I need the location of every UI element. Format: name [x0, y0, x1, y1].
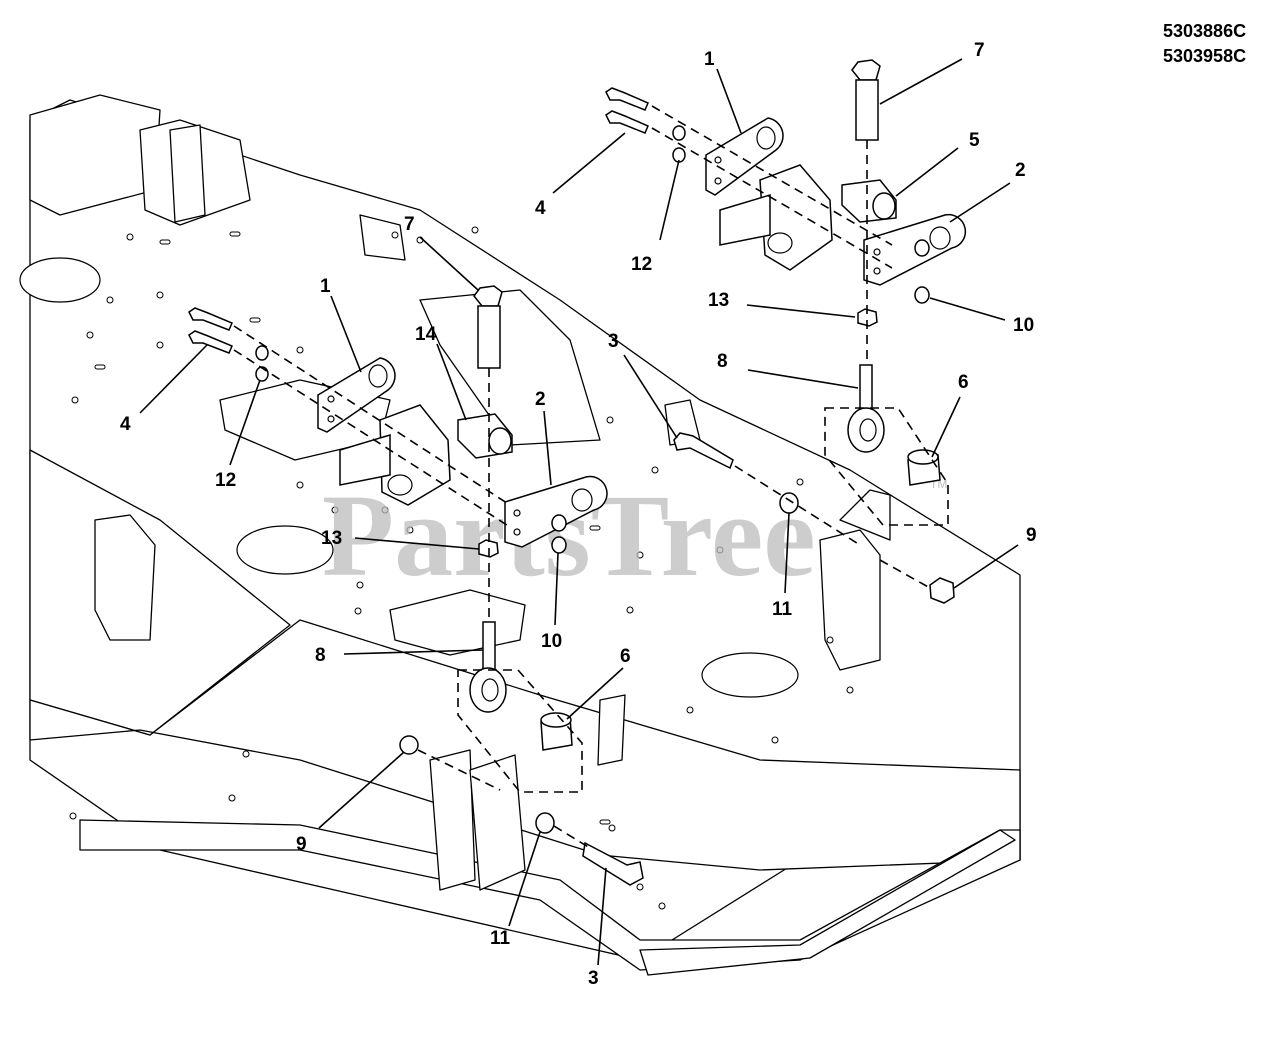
callout-4-right: 4 — [535, 198, 546, 219]
callout-10-right: 10 — [1013, 315, 1034, 336]
callout-12-left: 12 — [215, 470, 236, 491]
center-hardware — [673, 432, 955, 604]
callout-4-left: 4 — [120, 414, 131, 435]
callout-13-left: 13 — [321, 528, 342, 549]
left-hanger-assembly — [188, 285, 644, 886]
callout-12-right: 12 — [631, 254, 652, 275]
callout-7-left: 7 — [404, 214, 415, 235]
callout-11-right: 11 — [772, 599, 793, 620]
right-hanger-assembly — [605, 59, 967, 526]
callout-8-right: 8 — [717, 351, 728, 372]
callout-2-left: 2 — [535, 389, 546, 410]
callout-3-left: 3 — [588, 968, 599, 989]
callout-3-right: 3 — [608, 331, 619, 352]
callout-10-left: 10 — [541, 631, 562, 652]
callout-5: 5 — [969, 130, 980, 151]
callout-6-right: 6 — [958, 372, 969, 393]
callout-14: 14 — [415, 324, 437, 345]
callout-6-left: 6 — [620, 646, 631, 667]
callout-7-right: 7 — [974, 40, 985, 61]
callout-1-left: 1 — [320, 276, 331, 297]
diagram-code-1: 5303886C — [1163, 21, 1246, 41]
diagram-code-2: 5303958C — [1163, 46, 1246, 66]
callout-1-right: 1 — [704, 49, 715, 70]
callout-13-right: 13 — [708, 290, 729, 311]
callout-11-left: 11 — [490, 928, 511, 949]
callout-2-right: 2 — [1015, 160, 1026, 181]
callout-numbers: 1 7 5 2 4 12 13 10 8 6 9 11 3 14 1 4 12 … — [120, 40, 1037, 989]
callout-8-left: 8 — [315, 645, 326, 666]
callout-leaders — [139, 58, 1019, 966]
callout-9-left: 9 — [296, 834, 307, 855]
callout-9-right: 9 — [1026, 525, 1037, 546]
